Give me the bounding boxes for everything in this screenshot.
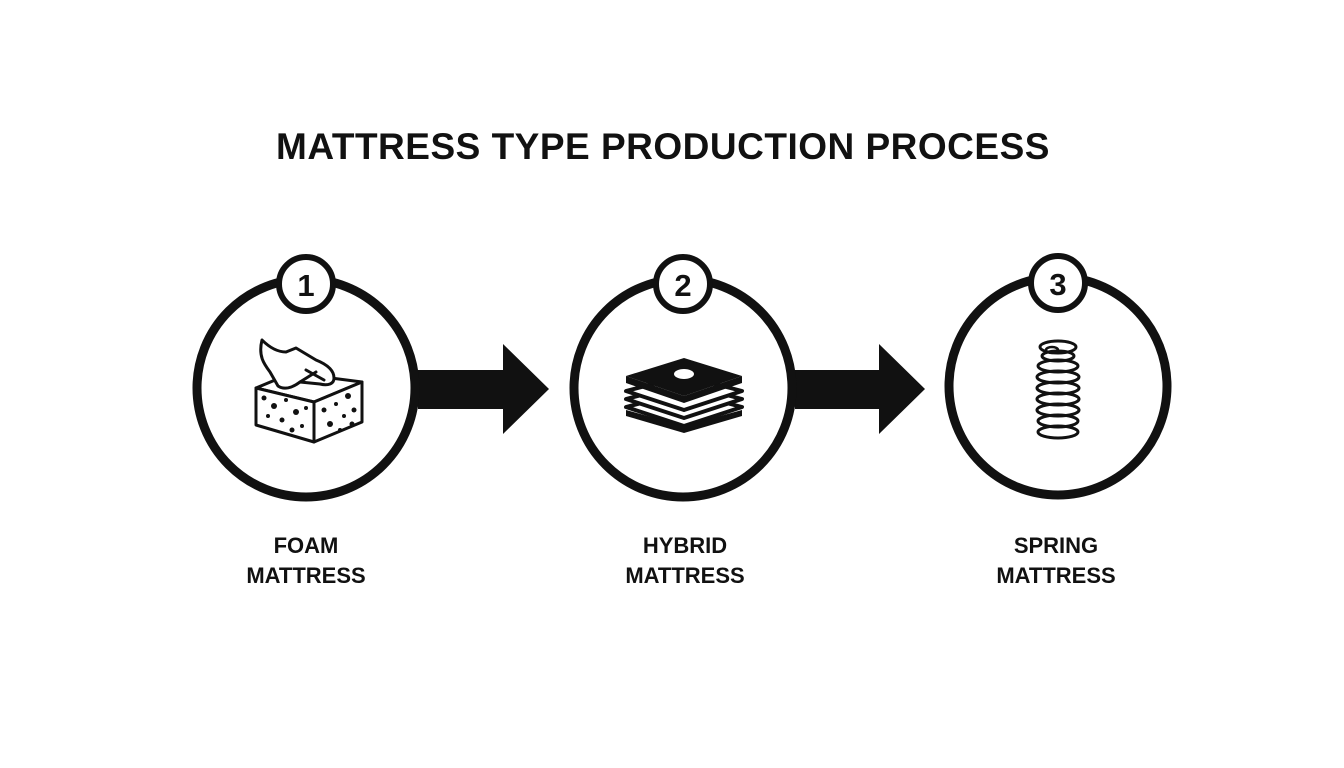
step-2-number-badge [653, 254, 713, 314]
step-3-number-badge [1028, 253, 1088, 313]
coil-spring-icon [1035, 339, 1081, 440]
step-1-label-line2: MATTRESS [246, 563, 366, 588]
step-3: 3 [944, 253, 1172, 500]
step-3-label-line1: SPRING [1013, 533, 1099, 558]
step-2-label: HYBRID MATTRESS [565, 531, 805, 591]
layered-stack-icon [624, 358, 744, 433]
step-2: 2 [569, 254, 797, 502]
step-3-label: SPRING MATTRESS [936, 531, 1176, 591]
foam-block-hand-icon [254, 338, 364, 444]
step-1-number: 1 [297, 268, 314, 303]
arrow-2-to-3 [795, 344, 925, 434]
step-2-number: 2 [674, 268, 691, 303]
step-2-label-line2: MATTRESS [625, 563, 745, 588]
diagram-title: MATTRESS TYPE PRODUCTION PROCESS [276, 126, 1050, 167]
step-1-label: FOAM MATTRESS [186, 531, 426, 591]
step-1-label-line1: FOAM [273, 533, 339, 558]
step-1-number-badge [276, 254, 336, 314]
step-3-number: 3 [1049, 267, 1066, 302]
step-1: 1 [192, 254, 420, 502]
step-3-label-line2: MATTRESS [996, 563, 1116, 588]
arrow-1-to-2 [418, 344, 549, 434]
step-2-label-line1: HYBRID [642, 533, 728, 558]
